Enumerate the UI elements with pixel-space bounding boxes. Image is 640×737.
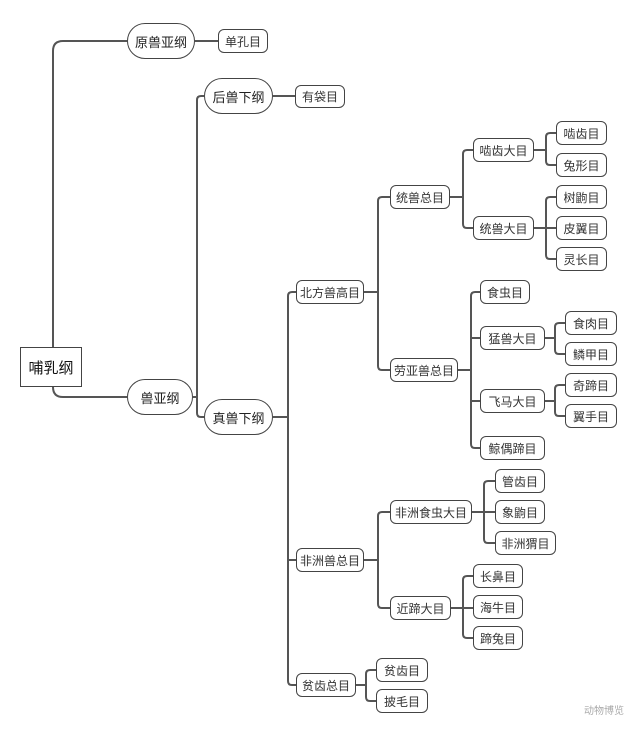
node-prototheria[interactable]: 原兽亚纲 [127, 23, 195, 59]
node-monotremata[interactable]: 单孔目 [218, 29, 268, 53]
node-eutheria[interactable]: 真兽下纲 [204, 399, 273, 435]
watermark: 动物博览 [584, 706, 624, 717]
node-primates[interactable]: 灵长目 [556, 247, 607, 271]
node-pholidota[interactable]: 鳞甲目 [565, 342, 617, 366]
node-euarchontoglires[interactable]: 统兽总目 [390, 185, 450, 209]
node-pegasoferae[interactable]: 飞马大目 [480, 389, 545, 413]
node-sirenia[interactable]: 海牛目 [473, 595, 523, 619]
node-ferae[interactable]: 猛兽大目 [480, 326, 545, 350]
node-afrotheria[interactable]: 非洲兽总目 [296, 548, 364, 572]
node-dermoptera[interactable]: 皮翼目 [556, 216, 607, 240]
node-macroscelidea[interactable]: 象鼩目 [495, 500, 545, 524]
node-lagomorpha[interactable]: 兔形目 [556, 153, 607, 177]
node-carnivora[interactable]: 食肉目 [565, 311, 617, 335]
node-glires[interactable]: 啮齿大目 [473, 138, 534, 162]
node-proboscidea[interactable]: 长鼻目 [473, 564, 523, 588]
node-cetartiodactyla[interactable]: 鲸偶蹄目 [480, 436, 545, 460]
node-afroinsectiphilia[interactable]: 非洲食虫大目 [390, 500, 472, 524]
node-metatheria[interactable]: 后兽下纲 [204, 78, 273, 114]
node-pilosa[interactable]: 披毛目 [376, 689, 428, 713]
node-paenungulata[interactable]: 近蹄大目 [390, 596, 451, 620]
node-cingulata[interactable]: 贫齿目 [376, 658, 428, 682]
node-rodentia[interactable]: 啮齿目 [556, 121, 607, 145]
node-marsupialia[interactable]: 有袋目 [295, 85, 345, 108]
node-scandentia[interactable]: 树鼩目 [556, 185, 607, 209]
node-euarchonta[interactable]: 统兽大目 [473, 216, 534, 240]
node-afrosoricida[interactable]: 非洲猬目 [495, 531, 556, 555]
node-mammalia[interactable]: 哺乳纲 [20, 347, 82, 387]
node-hyracoidea[interactable]: 蹄兔目 [473, 626, 523, 650]
node-theria[interactable]: 兽亚纲 [127, 379, 193, 415]
node-tubulidentata[interactable]: 管齿目 [495, 469, 545, 493]
node-perissodactyla[interactable]: 奇蹄目 [565, 373, 617, 397]
node-laurasiatheria[interactable]: 劳亚兽总目 [390, 358, 458, 382]
node-xenarthra[interactable]: 贫齿总目 [296, 673, 356, 697]
node-boreoeutheria[interactable]: 北方兽高目 [296, 280, 364, 304]
node-eulipotyphla[interactable]: 食虫目 [480, 280, 530, 304]
node-chiroptera[interactable]: 翼手目 [565, 404, 617, 428]
